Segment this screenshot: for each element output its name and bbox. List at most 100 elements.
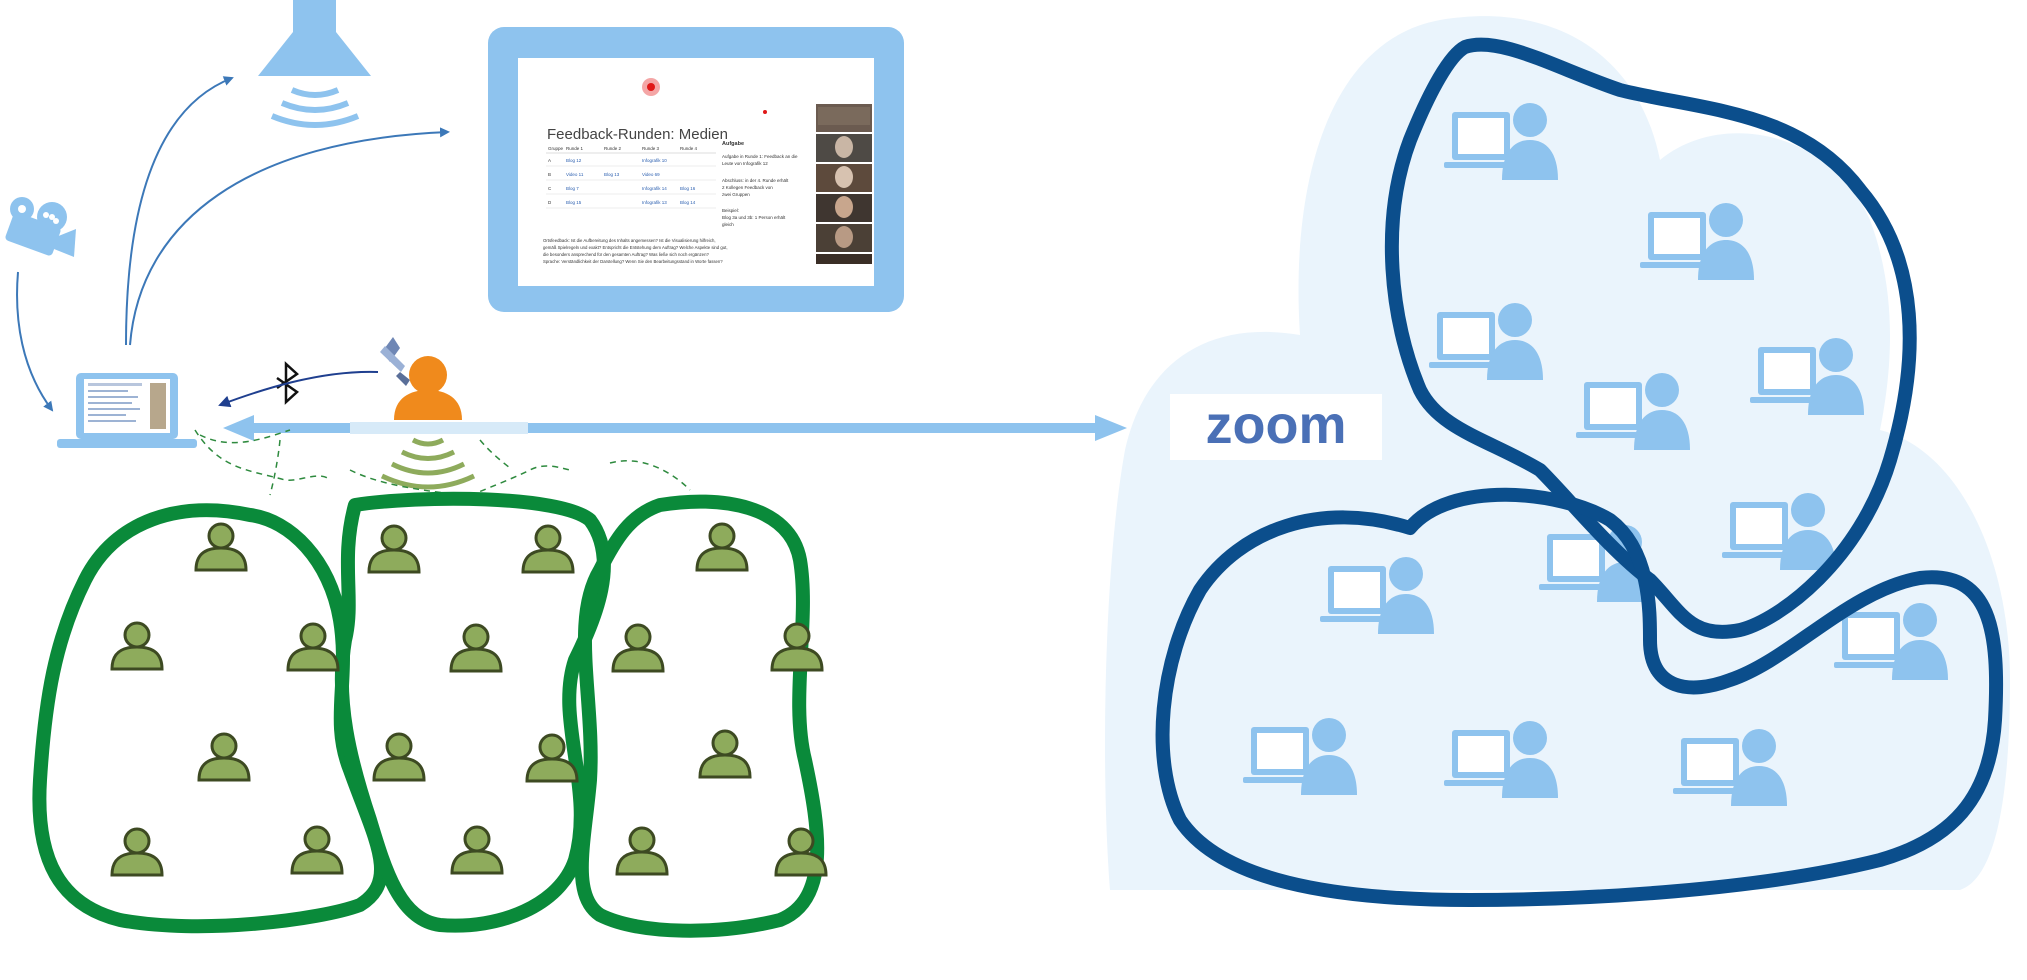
remote-participant-computer-icon [1673,729,1787,806]
slide-footer-text: Ortsfeedback: Ist die Aufbereitung des I… [543,238,728,264]
person-icon [372,732,426,782]
table-header-cell: Runde 4 [680,146,698,151]
table-cell: Infografik 14 [642,186,667,191]
laser-pointer-dot [647,83,655,91]
table-cell: Blog 13 [604,172,620,177]
table-cell: Video 11 [566,172,584,177]
slide-footer-line: Ortsfeedback: Ist die Aufbereitung des I… [543,238,716,243]
person-icon [698,729,752,779]
table-cell: B [548,172,551,177]
local-groups [32,491,825,938]
video-thumbnail [816,254,872,264]
remote-participant-computer-icon [1750,338,1864,415]
slide-right-line: gleich [722,222,734,227]
person-icon [286,622,340,672]
breakout-room-outline-2 [1155,487,2004,907]
slide-right-line: Aufgabe in Runde 1: Feedback an die [722,154,798,159]
person-icon [450,825,504,875]
slide-right-line: Abschluss: in der 4. Runde erhält [722,178,789,183]
remote-participant-computer-icon [1320,557,1434,634]
local-participants [110,522,828,877]
remote-participants [1243,103,1948,806]
remote-participant-computer-icon [1576,373,1690,450]
local-group-outline-3 [574,494,825,938]
table-cell: Blog 7 [566,186,579,191]
slide-footer-line: gemäß Spielregeln und exakt? Entspricht … [543,245,728,250]
table-cell: Blog 15 [566,200,582,205]
remote-participant-computer-icon [1243,718,1357,795]
slide-right-heading: Aufgabe [722,141,744,147]
laptop-to-projector-arrow [125,76,234,346]
presenter-with-microphone-icon [380,337,462,420]
zoom-logo-text: zoom [1206,395,1347,455]
remote-participant-computer-icon [1640,203,1754,280]
person-icon [367,524,421,574]
slide-footer-line: die besonders ansprechend für den gesamt… [543,252,709,257]
person-icon [197,732,251,782]
video-thumbnail-strip [816,104,872,264]
video-face [835,196,853,218]
cloud-shape [1105,16,2010,890]
breakout-room-outline-1 [1384,37,1917,639]
slide-title: Feedback-Runden: Medien [547,126,728,143]
table-cell: Blog 14 [680,200,696,205]
remote-participant-computer-icon [1834,603,1948,680]
table-cell: A [548,158,551,163]
slide-right-line: 2 Kollegen Feedback von [722,185,773,190]
camera-to-laptop-arrow [16,271,54,412]
local-group-outline-2 [334,491,611,933]
person-icon [774,827,828,877]
cursor-dot [763,110,767,114]
ceiling-projector-icon [258,0,371,128]
person-icon [770,622,824,672]
slide-right-line: Leute von Infografik 12 [722,161,768,166]
slide-right-line: Beispiel: [722,208,739,213]
table-cell: C [548,186,552,191]
wireless-signal-icon [380,437,476,490]
breakout-rooms [1155,37,2004,907]
table-cell: Infografik 13 [642,200,667,205]
table-header-cell: Runde 1 [566,146,584,151]
video-face [835,226,853,248]
room-to-zoom-connection [223,415,1127,441]
slide-area [518,58,874,286]
slide-right-text: Aufgabe in Runde 1: Feedback an dieLeute… [722,154,798,227]
person-icon [695,522,749,572]
remote-participant-computer-icon [1429,303,1543,380]
person-icon [521,524,575,574]
video-camera-icon [5,197,76,257]
person-icon [194,522,248,572]
laptop-to-screen-arrow [129,127,450,346]
slide-footer-line: Sprache: Verständlichkeit der Darstellun… [543,259,723,264]
person-icon [525,733,579,783]
remote-participant-computer-icon [1444,103,1558,180]
person-icon [110,621,164,671]
person-icon [615,826,669,876]
table-cell: D [548,200,552,205]
laptop-icon [57,373,197,448]
table-header-cell: Gruppe [548,146,564,151]
remote-participant-computer-icon [1722,493,1836,570]
video-face [835,166,853,188]
zoom-logo: zoom [1170,394,1382,460]
table-header-cell: Runde 2 [604,146,622,151]
table-header-cell: Runde 3 [642,146,660,151]
remote-cloud [1105,16,2010,890]
video-face [835,136,853,158]
person-icon [611,623,665,673]
slide-right-line: zwei Gruppen [722,192,750,197]
presenter-to-laptop-arrow [218,370,379,408]
table-cell: Video 69 [642,172,660,177]
video-face [818,107,870,125]
slide-right-line: Blog 3a und 3b: 1 Person erhält [722,215,786,220]
table-cell: Blog 12 [566,158,582,163]
table-cell: Infografik 10 [642,158,667,163]
table-cell: Blog 16 [680,186,696,191]
remote-participant-computer-icon [1444,721,1558,798]
person-icon [110,827,164,877]
person-icon [449,623,503,673]
